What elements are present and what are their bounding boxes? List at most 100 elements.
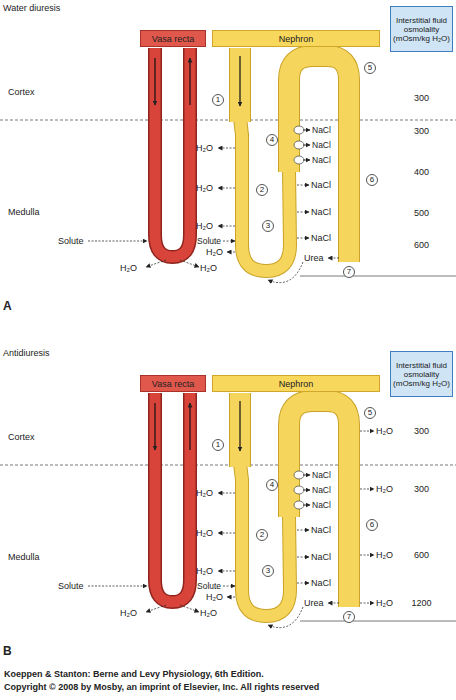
- nacl-label: NaCl: [312, 154, 331, 166]
- node-text: 3: [266, 221, 270, 231]
- callout-circle: 6: [366, 519, 378, 531]
- water-label: H₂O: [196, 220, 213, 232]
- water-label: H₂O: [196, 182, 213, 194]
- urea-label: Urea: [304, 597, 324, 609]
- region-label: Medulla: [8, 206, 40, 218]
- diffusion-arrow: [360, 603, 374, 604]
- water-reabsorption-arrows: [360, 431, 374, 603]
- node-text: Nephron: [279, 34, 314, 44]
- water-label: H₂O: [200, 607, 217, 619]
- header-box: Interstitial fluid osmolality (mOsm/kg H…: [390, 6, 453, 52]
- osmolality-value: 600: [390, 239, 453, 251]
- solute-label: Solute: [197, 580, 221, 592]
- water-label: H₂O: [200, 262, 217, 274]
- water-label: H₂O: [120, 262, 137, 274]
- nacl-label: NaCl: [311, 551, 331, 563]
- panel-letter: B: [3, 645, 12, 657]
- osmolality-value: 400: [390, 166, 453, 178]
- nacl-label: NaCl: [312, 484, 331, 496]
- region-label: Cortex: [8, 86, 35, 98]
- callout-circle: 3: [262, 220, 274, 232]
- node-text: Nephron: [279, 379, 314, 389]
- callout-circle: 1: [212, 439, 224, 451]
- nacl-label: NaCl: [312, 124, 331, 136]
- node-text: 5: [368, 63, 372, 73]
- panel-letter: A: [3, 300, 12, 312]
- node-text: 3: [266, 566, 270, 576]
- water-label: H₂O: [196, 487, 213, 499]
- node-text: 6: [370, 175, 374, 185]
- node-text: Interstitial fluid osmolality (mOsm/kg H…: [393, 361, 450, 388]
- node-text: 1: [216, 440, 220, 450]
- water-label: H₂O: [376, 549, 393, 561]
- solute-label: Solute: [58, 580, 84, 592]
- osmolality-value: 300: [390, 425, 453, 437]
- osmolality-value: 300: [390, 483, 453, 495]
- header-box: Vasa recta: [140, 375, 206, 392]
- diffusion-arrow: [360, 431, 374, 432]
- nacl-label: NaCl: [311, 524, 331, 536]
- osmolality-value: 300: [390, 92, 453, 104]
- callout-circle: 1: [212, 94, 224, 106]
- water-label: H₂O: [196, 142, 213, 154]
- osmolality-value: 600: [390, 549, 453, 561]
- callout-circle: 4: [266, 134, 278, 146]
- node-text: 6: [370, 520, 374, 530]
- panel-b-art: [0, 393, 456, 628]
- node-text: 2: [260, 185, 264, 195]
- node-text: Vasa recta: [152, 379, 194, 389]
- source-note: Koeppen & Stanton: Berne and Levy Physio…: [4, 668, 264, 680]
- header-box: Nephron: [212, 30, 380, 47]
- panel-heading: Water diuresis: [3, 2, 60, 14]
- nacl-label: NaCl: [312, 139, 331, 151]
- water-label: H₂O: [206, 246, 223, 258]
- diffusion-arrow: [360, 489, 374, 490]
- nacl-label: NaCl: [311, 577, 331, 589]
- node-text: 5: [368, 408, 372, 418]
- panel-a-art: [0, 48, 456, 283]
- header-box: Vasa recta: [140, 30, 206, 47]
- water-label: H₂O: [196, 527, 213, 539]
- header-box: Nephron: [212, 375, 380, 392]
- callout-circle: 5: [364, 407, 376, 419]
- node-text: 4: [270, 135, 274, 145]
- nacl-label: NaCl: [312, 469, 331, 481]
- water-label: H₂O: [376, 597, 393, 609]
- node-text: 7: [347, 612, 351, 622]
- callout-circle: 4: [266, 479, 278, 491]
- region-label: Medulla: [8, 551, 40, 563]
- water-label: H₂O: [206, 591, 223, 603]
- nacl-label: NaCl: [312, 499, 331, 511]
- node-text: Interstitial fluid osmolality (mOsm/kg H…: [393, 16, 450, 43]
- region-label: Cortex: [8, 431, 35, 443]
- header-box: Interstitial fluid osmolality (mOsm/kg H…: [390, 351, 453, 397]
- callout-circle: 7: [343, 611, 355, 623]
- node-text: 1: [216, 95, 220, 105]
- callout-circle: 6: [366, 174, 378, 186]
- urea-label: Urea: [304, 252, 324, 264]
- callout-circle: 2: [256, 529, 268, 541]
- nacl-label: NaCl: [311, 179, 331, 191]
- solute-label: Solute: [58, 235, 84, 247]
- node-text: 4: [270, 480, 274, 490]
- callout-circle: 7: [343, 266, 355, 278]
- nacl-label: NaCl: [311, 232, 331, 244]
- copyright-note: Copyright © 2008 by Mosby, an imprint of…: [4, 681, 319, 693]
- panel-heading: Antidiuresis: [3, 347, 50, 359]
- callout-circle: 5: [364, 62, 376, 74]
- osmolality-value: 300: [390, 125, 453, 137]
- osmolality-value: 1200: [390, 597, 453, 609]
- node-text: 7: [347, 267, 351, 277]
- nacl-label: NaCl: [311, 206, 331, 218]
- water-label: H₂O: [120, 607, 137, 619]
- solute-label: Solute: [197, 235, 221, 247]
- water-label: H₂O: [196, 565, 213, 577]
- water-label: H₂O: [376, 425, 393, 437]
- callout-circle: 3: [262, 565, 274, 577]
- node-text: 2: [260, 530, 264, 540]
- water-label: H₂O: [376, 483, 393, 495]
- diffusion-arrow: [360, 555, 374, 556]
- node-text: Vasa recta: [152, 34, 194, 44]
